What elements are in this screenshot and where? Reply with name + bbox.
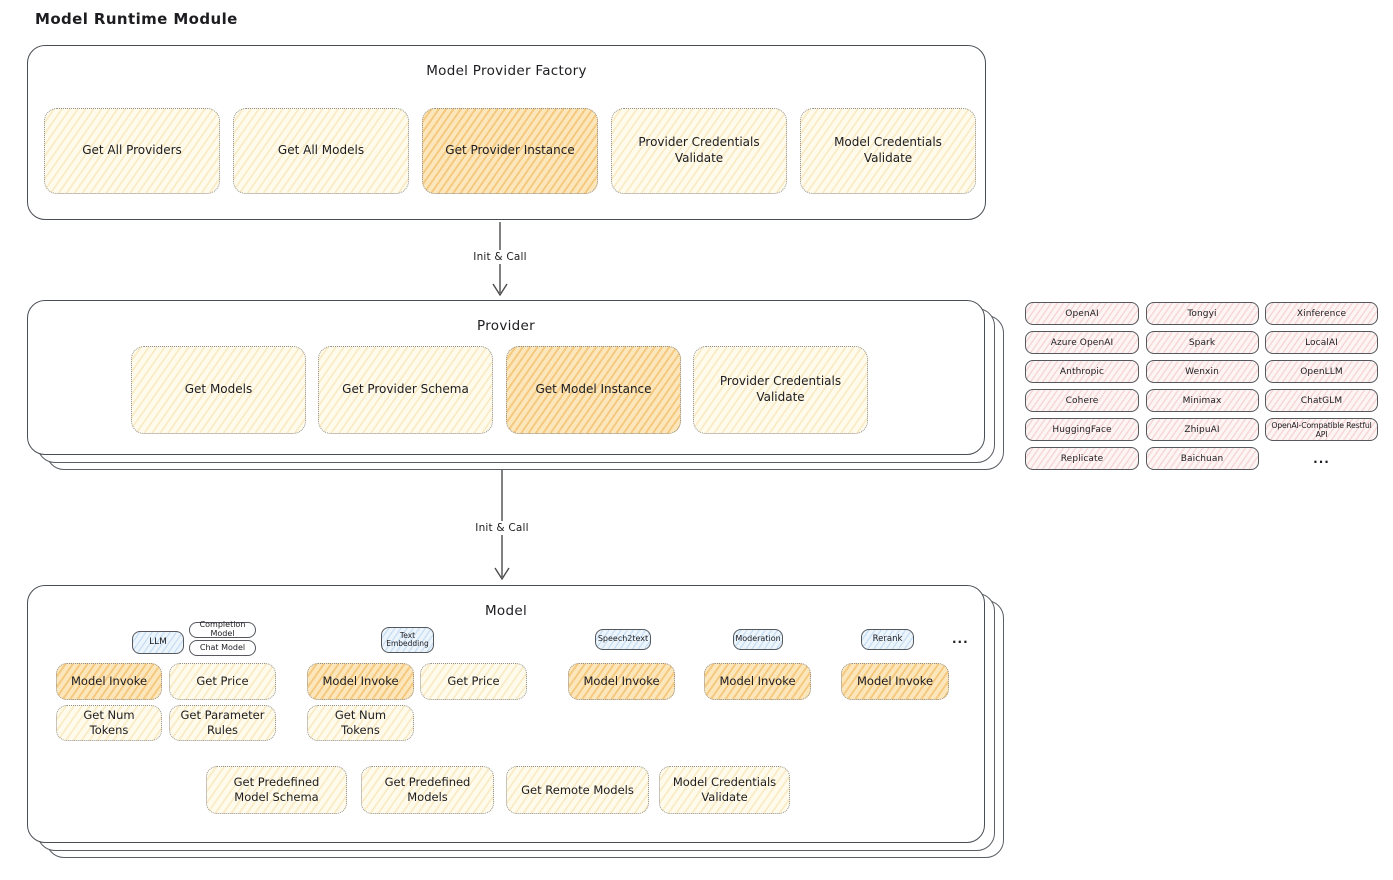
provider-panel-title: Provider <box>477 318 535 334</box>
factory-button-get-provider-instance: Get Provider Instance <box>422 108 598 194</box>
provider-pill-spark: Spark <box>1145 331 1259 354</box>
rerank-model-invoke-button: Model Invoke <box>841 663 949 700</box>
tab-chat-model: Chat Model <box>189 640 256 656</box>
factory-button-provider-credentials-validate: Provider Credentials Validate <box>611 108 787 194</box>
provider-pill-openllm: OpenLLM <box>1265 360 1378 383</box>
provider-pill-localai: LocalAI <box>1265 331 1378 354</box>
factory-button-get-all-models: Get All Models <box>233 108 409 194</box>
tab-text-embedding: Text Embedding <box>381 627 434 653</box>
init-call-label-1: Init & Call <box>468 250 532 264</box>
llm-get-price-button: Get Price <box>169 663 276 700</box>
tab-moderation: Moderation <box>733 629 783 650</box>
provider-pill-chatglm: ChatGLM <box>1265 389 1378 412</box>
factory-panel: Model Provider Factory Get All Providers… <box>27 45 986 220</box>
provider-button-get-models: Get Models <box>131 346 306 434</box>
factory-button-model-credentials-validate: Model Credentials Validate <box>800 108 976 194</box>
get-predefined-model-schema-button: Get Predefined Model Schema <box>206 766 347 814</box>
provider-button-provider-credentials-validate: Provider Credentials Validate <box>693 346 868 434</box>
moderation-model-invoke-button: Model Invoke <box>704 663 811 700</box>
provider-pill-tongyi: Tongyi <box>1145 302 1259 325</box>
tabs-more-ellipsis: ... <box>952 632 969 646</box>
provider-button-get-provider-schema: Get Provider Schema <box>318 346 493 434</box>
provider-button-get-model-instance: Get Model Instance <box>506 346 681 434</box>
get-predefined-models-button: Get Predefined Models <box>361 766 494 814</box>
llm-model-invoke-button: Model Invoke <box>56 663 162 700</box>
provider-panel: Provider Get Models Get Provider Schema … <box>27 300 985 455</box>
get-remote-models-button: Get Remote Models <box>506 766 649 814</box>
provider-pill-wenxin: Wenxin <box>1145 360 1259 383</box>
llm-get-parameter-rules-button: Get Parameter Rules <box>169 705 276 741</box>
provider-list-more-ellipsis: ... <box>1313 451 1330 466</box>
speech2text-model-invoke-button: Model Invoke <box>568 663 675 700</box>
provider-pill-zhipuai: ZhipuAI <box>1145 418 1259 441</box>
embedding-get-num-tokens-button: Get Num Tokens <box>307 705 414 741</box>
provider-list: OpenAI Tongyi Xinference Azure OpenAI Sp… <box>1025 302 1378 470</box>
model-panel-title: Model <box>484 603 528 619</box>
tab-completion-model: Completion Model <box>189 620 256 638</box>
provider-pill-minimax: Minimax <box>1145 389 1259 412</box>
llm-get-num-tokens-button: Get Num Tokens <box>56 705 162 741</box>
embedding-model-invoke-button: Model Invoke <box>307 663 414 700</box>
provider-pill-replicate: Replicate <box>1025 447 1139 470</box>
provider-pill-azure-openai: Azure OpenAI <box>1025 331 1139 354</box>
model-credentials-validate-button: Model Credentials Validate <box>659 766 790 814</box>
provider-pill-anthropic: Anthropic <box>1025 360 1139 383</box>
provider-pill-openai-compatible: OpenAI-Compatible Restful API <box>1265 418 1378 441</box>
provider-pill-huggingface: HuggingFace <box>1025 418 1139 441</box>
factory-button-get-all-providers: Get All Providers <box>44 108 220 194</box>
provider-pill-xinference: Xinference <box>1265 302 1378 325</box>
embedding-get-price-button: Get Price <box>420 663 527 700</box>
tab-llm: LLM <box>132 631 184 654</box>
tab-speech2text: Speech2text <box>595 629 651 650</box>
tab-rerank: Rerank <box>861 629 914 650</box>
provider-pill-openai: OpenAI <box>1025 302 1139 325</box>
init-call-label-2: Init & Call <box>470 521 534 535</box>
model-panel: Model LLM Completion Model Chat Model Te… <box>27 585 985 843</box>
provider-pill-baichuan: Baichuan <box>1145 447 1259 470</box>
diagram-title: Model Runtime Module <box>35 10 238 28</box>
provider-pill-cohere: Cohere <box>1025 389 1139 412</box>
factory-panel-title: Model Provider Factory <box>426 63 587 79</box>
